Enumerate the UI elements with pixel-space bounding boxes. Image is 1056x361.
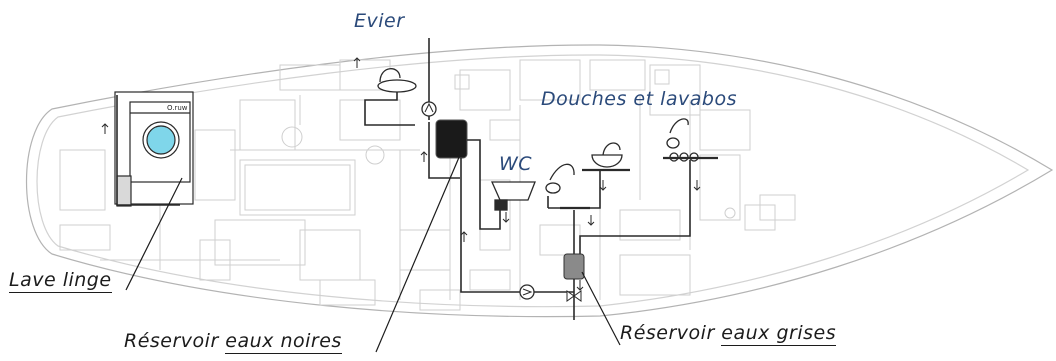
pump-arrow — [424, 102, 434, 113]
washing-machine-icon: O.ruw — [114, 91, 194, 207]
sink-tap-icon — [377, 68, 417, 93]
label-lave-linge: Lave linge — [9, 269, 112, 293]
label-wc: WC — [499, 153, 533, 175]
pump-icon — [519, 284, 535, 300]
shower-head-icon — [545, 118, 699, 194]
valve-icon — [566, 290, 582, 302]
label-reservoir-eaux-noires: Réservoir eaux noires — [124, 330, 342, 354]
flow-arrow-icon — [101, 57, 701, 291]
pump-icon — [421, 101, 437, 117]
evier-drain-pipe — [364, 92, 415, 126]
grey-water-tank — [563, 253, 585, 280]
svg-text:O.ruw: O.ruw — [167, 104, 188, 112]
interior-layout — [59, 59, 796, 311]
toilet-icon — [490, 181, 536, 211]
label-evier: Evier — [354, 10, 405, 32]
washing-machine-drain-pipe — [116, 95, 180, 206]
hull-outline — [25, 44, 1054, 318]
black-water-tank — [435, 119, 468, 159]
black-tank-outlet-pipe — [467, 139, 501, 230]
label-douches-et-lavabos: Douches et lavabos — [541, 88, 737, 110]
leader-lines — [125, 154, 621, 353]
washbasin-drain-pipe — [579, 160, 691, 255]
pump-arrow — [522, 288, 533, 296]
black-tank-bottom-pipe — [460, 158, 520, 293]
label-reservoir-eaux-grises: Réservoir eaux grises — [620, 322, 837, 346]
